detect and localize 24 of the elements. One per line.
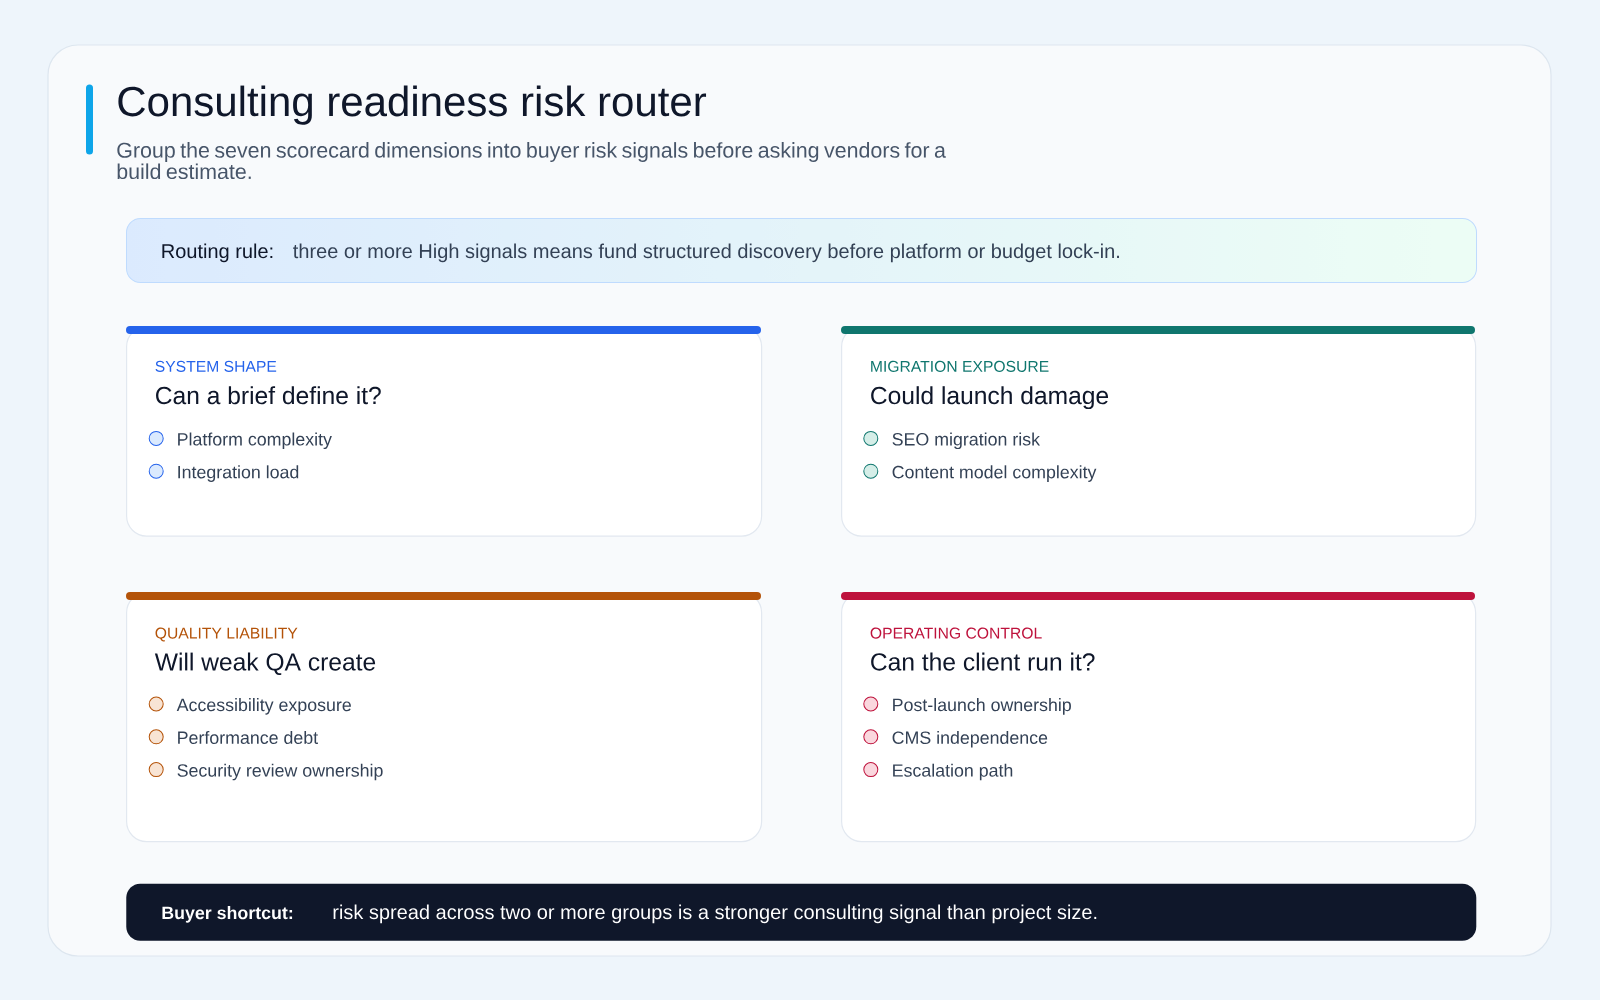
banner-text: three or more High signals means fund structured discovery before platform or budget lock-in. bbox=[293, 243, 1119, 263]
question-heading: Could launch damage bbox=[871, 386, 1109, 410]
list-item: Content model complexity bbox=[892, 465, 1097, 482]
title: Consulting readiness risk router bbox=[118, 85, 707, 125]
list-item: Escalation path bbox=[893, 763, 1013, 781]
question-heading: Can the client run it? bbox=[871, 652, 1095, 671]
list-item: Integration load bbox=[178, 465, 299, 482]
banner-label: Routing rule: bbox=[162, 243, 273, 263]
list-item: Performance debt bbox=[178, 730, 318, 744]
subtitle: Group the seven scorecard dimensions into buyer risk signals before asking vendors for a build estimate. bbox=[117, 142, 946, 180]
category-label: OPERATING CONTROL bbox=[870, 627, 1042, 639]
banner-label: Buyer shortcut: bbox=[162, 906, 293, 923]
list-item: Platform complexity bbox=[178, 432, 332, 450]
list-item: Accessibility exposure bbox=[176, 698, 351, 715]
list-item: Security review ownership bbox=[177, 763, 383, 781]
list-item: CMS independence bbox=[892, 730, 1048, 748]
category-label: MIGRATION EXPOSURE bbox=[871, 360, 1049, 372]
banner-text: risk spread across two or more groups is a stronger consulting signal than project size. bbox=[333, 904, 1097, 924]
category-label: QUALITY LIABILITY bbox=[155, 627, 298, 642]
question-heading: Will weak QA create bbox=[154, 652, 376, 676]
category-label: SYSTEM SHAPE bbox=[155, 360, 277, 372]
list-item: SEO migration risk bbox=[892, 432, 1041, 450]
list-item: Post-launch ownership bbox=[893, 698, 1071, 715]
question-heading: Can a brief define it? bbox=[156, 386, 381, 405]
